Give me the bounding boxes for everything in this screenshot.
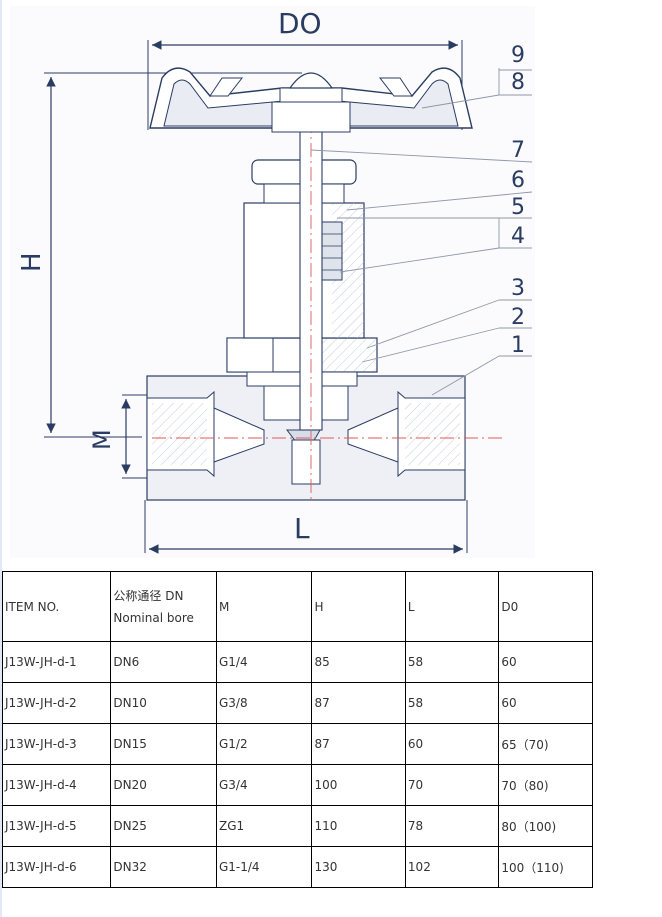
- part-number-8: 8: [511, 70, 525, 95]
- valve-stem: [299, 95, 323, 500]
- cell-m: G1/4: [215, 641, 313, 683]
- do-label: DO: [278, 7, 322, 40]
- cell-item: J13W-JH-d-3: [1, 723, 112, 765]
- h-label: H: [17, 252, 47, 272]
- cell-do: 60: [498, 682, 593, 724]
- part-number-6: 6: [511, 168, 525, 193]
- part-number-2: 2: [511, 305, 525, 330]
- part-leaders: [310, 68, 533, 396]
- cell-do: 100（110): [498, 846, 593, 888]
- valve-drawing: DO H M L: [2, 0, 662, 562]
- cell-h: 85: [311, 641, 406, 683]
- l-label: L: [294, 512, 310, 545]
- cell-l: 78: [404, 805, 500, 847]
- cell-dn: DN15: [110, 723, 217, 765]
- table-row: J13W-JH-d-2 DN10 G3/8 87 58 60: [1, 682, 593, 724]
- part-number-4: 4: [511, 224, 525, 249]
- cell-item: J13W-JH-d-4: [1, 764, 112, 806]
- part-number-9: 9: [511, 43, 525, 68]
- cell-item: J13W-JH-d-2: [1, 682, 112, 724]
- cell-h: 87: [311, 723, 406, 765]
- cell-h: 130: [311, 846, 406, 888]
- cell-item: J13W-JH-d-6: [1, 846, 112, 888]
- cell-h: 100: [311, 764, 406, 806]
- specification-table: ITEM NO. 公称通径 DN Nominal bore M H L D0 J…: [1, 571, 593, 888]
- table-header-row: ITEM NO. 公称通径 DN Nominal bore M H L D0: [1, 571, 593, 642]
- table-row: J13W-JH-d-6 DN32 G1-1/4 130 102 100（110): [1, 846, 593, 888]
- header-nominal-bore-en: Nominal bore: [113, 610, 194, 625]
- part-number-3: 3: [511, 276, 525, 301]
- header-nominal-bore: 公称通径 DN Nominal bore: [110, 571, 217, 642]
- cell-m: G3/4: [215, 764, 313, 806]
- cell-h: 110: [311, 805, 406, 847]
- cell-l: 102: [404, 846, 500, 888]
- header-item-no: ITEM NO.: [1, 571, 112, 642]
- cell-m: G1/2: [215, 723, 313, 765]
- cell-item: J13W-JH-d-5: [1, 805, 112, 847]
- cell-h: 87: [311, 682, 406, 724]
- l-dimension: L: [144, 500, 468, 554]
- table-row: J13W-JH-d-4 DN20 G3/4 100 70 70（80): [1, 764, 593, 806]
- page-left-rule: [0, 0, 2, 917]
- cell-dn: DN10: [110, 682, 217, 724]
- part-number-7: 7: [511, 138, 525, 163]
- header-do: D0: [498, 571, 593, 642]
- cell-do: 60: [498, 641, 593, 683]
- cell-m: G3/8: [215, 682, 313, 724]
- header-l: L: [404, 571, 500, 642]
- table-row: J13W-JH-d-3 DN15 G1/2 87 60 65（70): [1, 723, 593, 765]
- cell-l: 58: [404, 641, 500, 683]
- valve-body: [146, 375, 502, 501]
- cell-do: 65（70): [498, 723, 593, 765]
- part-number-5: 5: [511, 195, 525, 220]
- cell-l: 58: [404, 682, 500, 724]
- cell-l: 70: [404, 764, 500, 806]
- cell-item: J13W-JH-d-1: [1, 641, 112, 683]
- header-m: M: [215, 571, 313, 642]
- header-nominal-bore-cn: 公称通径 DN: [113, 588, 184, 603]
- table-row: J13W-JH-d-5 DN25 ZG1 110 78 80（100): [1, 805, 593, 847]
- handwheel: [149, 67, 473, 133]
- part-number-1: 1: [511, 333, 525, 358]
- table-row: J13W-JH-d-1 DN6 G1/4 85 58 60: [1, 641, 593, 683]
- cell-dn: DN6: [110, 641, 217, 683]
- header-h: H: [311, 571, 406, 642]
- cell-dn: DN20: [110, 764, 217, 806]
- m-label: M: [88, 429, 116, 450]
- cell-dn: DN32: [110, 846, 217, 888]
- cell-do: 70（80): [498, 764, 593, 806]
- cell-l: 60: [404, 723, 500, 765]
- cell-m: G1-1/4: [215, 846, 313, 888]
- cell-dn: DN25: [110, 805, 217, 847]
- cell-m: ZG1: [215, 805, 313, 847]
- cell-do: 80（100): [498, 805, 593, 847]
